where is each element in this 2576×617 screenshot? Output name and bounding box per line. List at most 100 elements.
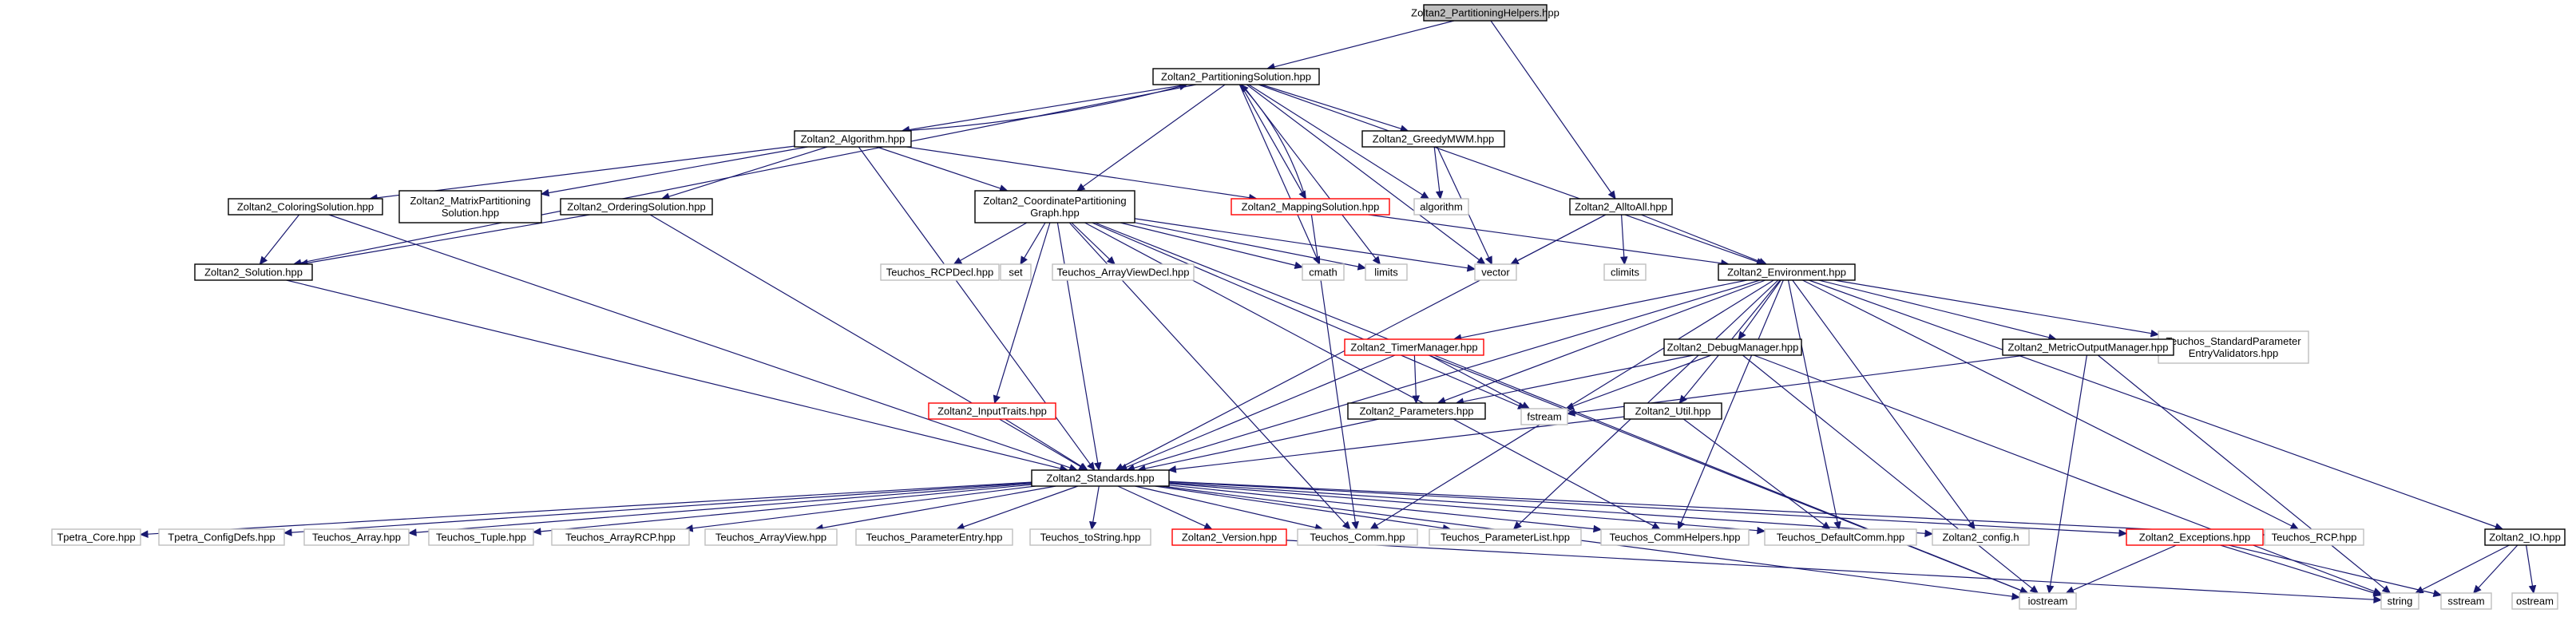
edge-line	[147, 481, 1032, 535]
node-box	[1932, 528, 2030, 546]
node-inputtraits[interactable]: Zoltan2_InputTraits.hpp	[928, 402, 1056, 420]
node-box	[551, 528, 690, 546]
edge-line	[1246, 84, 1480, 261]
edge-line	[1433, 354, 2022, 591]
node-label: Zoltan2_InputTraits.hpp	[937, 405, 1047, 417]
edge-metricmgr-to-iostream	[2046, 354, 2087, 595]
edge-arrowhead	[2011, 592, 2021, 600]
edge-line	[548, 146, 808, 194]
edge-arrowhead	[1564, 402, 1575, 410]
edge-coordgraph-to-arrayviewdecl	[1071, 222, 1116, 265]
node-tpetra-configdefs: Tpetra_ConfigDefs.hpp	[158, 528, 285, 546]
node-debugmgr[interactable]: Zoltan2_DebugManager.hpp	[1663, 338, 1802, 356]
edge-line	[1572, 354, 1712, 407]
node-io[interactable]: Zoltan2_IO.hpp	[2484, 528, 2566, 546]
edge-partsol-to-greedymwm	[1261, 84, 1409, 132]
node-mappingsol[interactable]: Zoltan2_MappingSolution.hpp	[1231, 198, 1390, 216]
edge-line	[291, 482, 1032, 533]
edge-line	[963, 485, 1079, 528]
edge-arrowhead	[1294, 261, 1304, 270]
node-sstream: sstream	[2440, 592, 2492, 610]
node-greedymwm[interactable]: Zoltan2_GreedyMWM.hpp	[1361, 130, 1505, 148]
node-exceptions[interactable]: Zoltan2_Exceptions.hpp	[2126, 528, 2264, 546]
edge-arrowhead	[1412, 395, 1421, 405]
node-layer: Zoltan2_PartitioningHelpers.hppZoltan2_P…	[51, 4, 2566, 610]
node-ordersol[interactable]: Zoltan2_OrderingSolution.hpp	[560, 198, 713, 216]
node-label: Teuchos_Comm.hpp	[1310, 532, 1405, 544]
node-box	[228, 198, 383, 216]
node-parameters[interactable]: Zoltan2_Parameters.hpp	[1347, 402, 1486, 420]
edge-line	[1135, 485, 1316, 528]
edge-arrowhead	[2432, 589, 2443, 598]
edge-line	[2072, 544, 2177, 591]
edge-line	[1490, 20, 1612, 193]
node-box	[2380, 592, 2419, 610]
node-metricmgr[interactable]: Zoltan2_MetricOutputManager.hpp	[2002, 338, 2174, 356]
edge-line	[1682, 418, 1825, 526]
edge-arrowhead	[1369, 521, 1379, 530]
node-version[interactable]: Zoltan2_Version.hpp	[1171, 528, 1287, 546]
node-partsol[interactable]: Zoltan2_PartitioningSolution.hpp	[1152, 68, 1320, 85]
edge-line	[906, 146, 1250, 199]
node-alltoall[interactable]: Zoltan2_AlltoAll.hpp	[1569, 198, 1673, 216]
node-label: Zoltan2_DebugManager.hpp	[1667, 342, 1799, 354]
edge-line	[1240, 84, 1303, 193]
node-label: Tpetra_ConfigDefs.hpp	[168, 532, 275, 544]
node-algorithm[interactable]: Zoltan2_Algorithm.hpp	[794, 130, 912, 148]
edge-line	[1641, 214, 1761, 263]
edge-environment-to-teuchos_commhelpers	[1677, 279, 1784, 531]
node-util[interactable]: Zoltan2_Util.hpp	[1623, 402, 1722, 420]
node-label: Teuchos_RCP.hpp	[2272, 532, 2357, 544]
edge-standards-to-teuchos_comm	[1135, 485, 1324, 532]
edge-parameters-to-standards	[1136, 418, 1380, 473]
node-label: sstream	[2447, 595, 2484, 607]
edge-partsol-to-mappingsol	[1240, 84, 1306, 200]
node-box	[2484, 528, 2566, 546]
node-colorsol[interactable]: Zoltan2_ColoringSolution.hpp	[228, 198, 383, 216]
node-timermgr[interactable]: Zoltan2_TimerManager.hpp	[1344, 338, 1484, 356]
edge-metricmgr-to-string	[2097, 354, 2392, 594]
node-teuchos-commhelpers: Teuchos_CommHelpers.hpp	[1600, 528, 1750, 546]
edge-colorsol-to-standards	[328, 214, 1078, 472]
node-box	[794, 130, 912, 148]
node-rcpdecl: Teuchos_RCPDecl.hpp	[880, 263, 1000, 281]
edge-arrowhead	[1106, 255, 1116, 265]
edge-standards-to-iostream	[1161, 485, 2021, 600]
edge-line	[1056, 222, 1099, 464]
edge-arrowhead	[2381, 585, 2392, 594]
edge-arrowhead	[1239, 84, 1249, 93]
edge-arrowhead	[1738, 330, 1746, 341]
edge-standards-to-tpetra_core	[139, 481, 1032, 538]
edge-coordgraph-to-standards	[1056, 222, 1102, 472]
edge-line	[307, 214, 590, 264]
edge-line	[1429, 354, 1524, 406]
node-label: set	[1009, 267, 1023, 279]
node-box	[1029, 528, 1151, 546]
edge-arrowhead	[2528, 584, 2537, 595]
edge-line	[1754, 354, 2375, 592]
edge-arrowhead	[2118, 529, 2128, 537]
edge-line	[1005, 418, 1082, 467]
node-standards[interactable]: Zoltan2_Standards.hpp	[1031, 469, 1170, 487]
edge-exceptions-to-iostream	[2065, 544, 2177, 594]
edge-line	[2097, 354, 2385, 589]
edge-line	[1460, 279, 1748, 338]
edge-line	[300, 84, 1196, 263]
node-box	[1663, 338, 1802, 356]
edge-line	[692, 485, 1036, 529]
node-box	[1623, 402, 1722, 420]
edge-line	[1168, 485, 1595, 530]
node-box	[880, 263, 1000, 281]
node-climits: climits	[1603, 263, 1647, 281]
edge-coordgraph-to-cmath	[1120, 222, 1304, 270]
node-root[interactable]: Zoltan2_PartitioningHelpers.hpp	[1411, 4, 1559, 22]
node-solution[interactable]: Zoltan2_Solution.hpp	[194, 263, 313, 281]
node-algorithm-std: algorithm	[1413, 198, 1469, 216]
node-config: Zoltan2_config.h	[1932, 528, 2030, 546]
node-environment[interactable]: Zoltan2_Environment.hpp	[1718, 263, 1856, 281]
edge-line	[1168, 483, 1758, 532]
edge-arrowhead	[139, 530, 149, 538]
